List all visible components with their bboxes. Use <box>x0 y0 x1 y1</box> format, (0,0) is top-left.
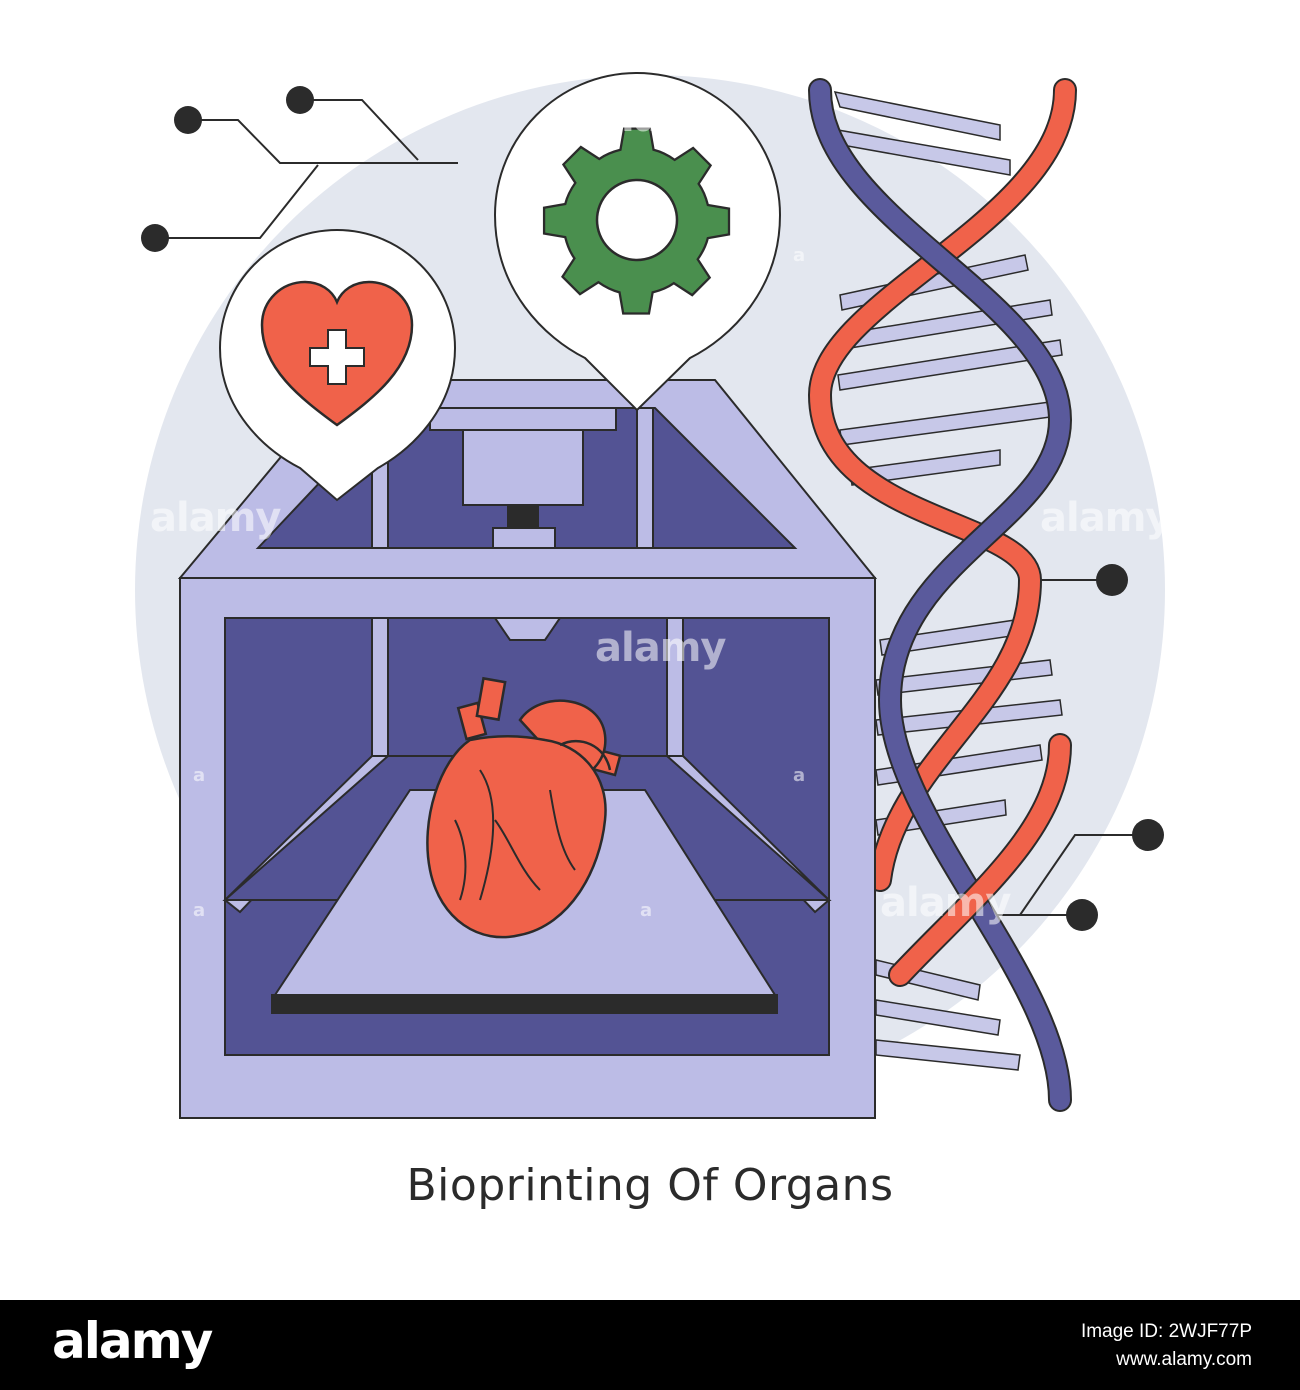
circuit-node <box>286 86 314 114</box>
footer-bar: alamy Image ID: 2WJF77P www.alamy.com <box>0 1300 1300 1390</box>
printer-head-top <box>429 407 617 431</box>
image-id-label: Image ID: 2WJF77P <box>1080 1321 1252 1342</box>
printer-head-base <box>492 527 556 549</box>
printer-inner-rail-left <box>371 617 389 757</box>
gear-icon <box>542 127 731 315</box>
printer-bed-edge <box>271 994 778 1014</box>
footer-brand-logo: alamy <box>52 1312 213 1370</box>
circuit-node <box>1132 819 1164 851</box>
gear-bubble <box>493 71 782 412</box>
caption-title: Bioprinting Of Organs <box>406 1160 894 1211</box>
circuit-node <box>141 224 169 252</box>
printer-head <box>462 429 584 506</box>
circuit-node <box>1096 564 1128 596</box>
circuit-lines-top-left <box>155 99 458 239</box>
circuit-node <box>174 106 202 134</box>
heart-organ-icon <box>426 676 622 939</box>
printer-nozzle <box>493 617 562 641</box>
printer-rail-right <box>636 407 654 549</box>
site-url: www.alamy.com <box>1116 1349 1252 1370</box>
printer-inner-rail-right <box>666 617 684 757</box>
bioprinting-illustration <box>135 71 1165 1119</box>
circuit-node <box>1066 899 1098 931</box>
footer-meta: Image ID: 2WJF77P www.alamy.com <box>1081 1318 1252 1374</box>
dna-helix-icon <box>807 78 1077 1112</box>
heart-plus-bubble <box>218 228 457 502</box>
printer-head-neck <box>507 504 539 531</box>
